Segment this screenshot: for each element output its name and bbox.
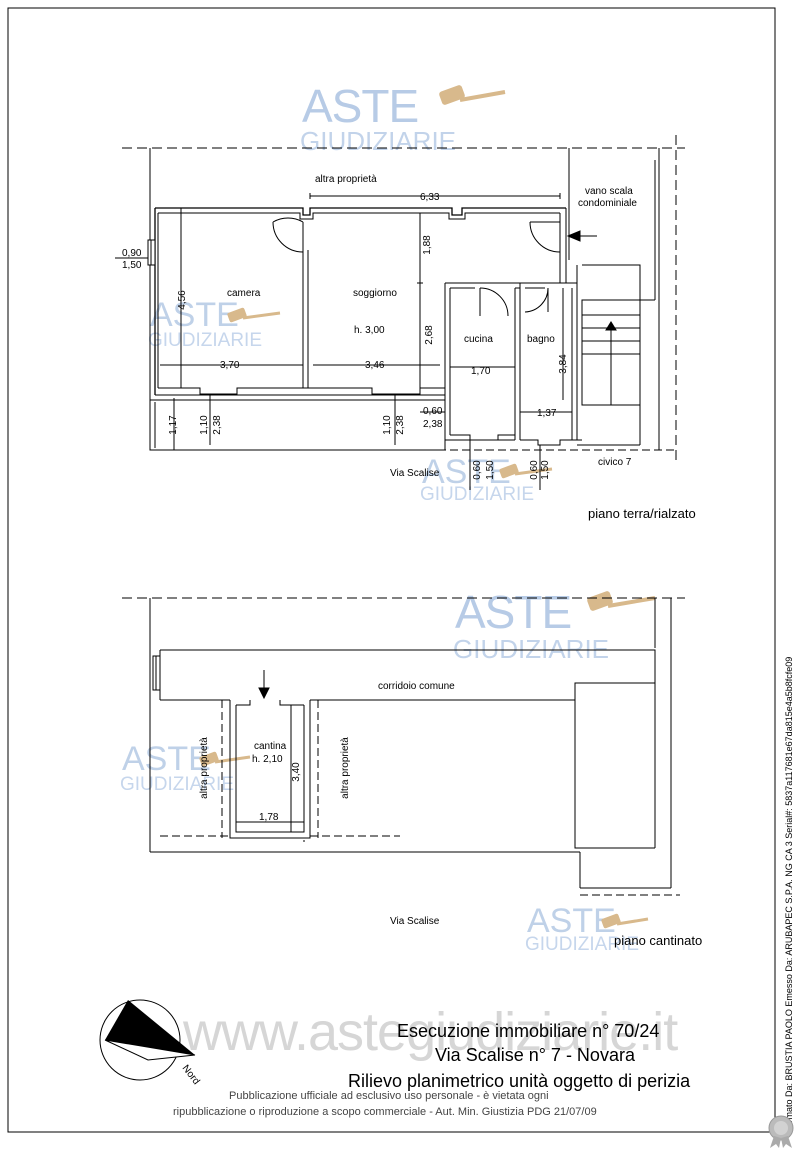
dim-window-left-a: 0,90 <box>122 248 142 259</box>
dim-win3-b: 2,38 <box>423 419 443 430</box>
dim-win1-a: 1,10 <box>199 415 210 435</box>
dim-win4-a: 0,60 <box>472 460 483 480</box>
watermark-logo-mid-left: ASTE GIUDIZIARIE <box>148 296 281 351</box>
cellar-height: h. 2,10 <box>252 754 283 765</box>
room-bagno: bagno <box>527 334 555 345</box>
street-basement: Via Scalise <box>390 916 440 927</box>
watermark-logo-basement-top: ASTE GIUDIZIARIE <box>453 586 656 664</box>
svg-text:ASTE: ASTE <box>150 296 239 334</box>
room-camera: camera <box>227 288 261 299</box>
basement-labels: corridoio comune cantina h. 2,10 1,78 3,… <box>199 681 702 948</box>
page-border <box>7 7 776 1133</box>
room-cucina: cucina <box>464 334 493 345</box>
title-line-3: Rilievo planimetrico unità oggetto di pe… <box>348 1071 691 1091</box>
ground-floor-label: piano terra/rialzato <box>588 506 696 521</box>
watermark-logo-top: ASTE GIUDIZIARIE <box>300 80 506 156</box>
gavel-icon <box>199 751 251 767</box>
gavel-icon <box>499 463 553 479</box>
gavel-icon <box>601 913 649 929</box>
dim-camera-height: 4,56 <box>177 290 188 310</box>
dim-win2-a: 1,10 <box>382 415 393 435</box>
corridor-label: corridoio comune <box>378 681 455 692</box>
dim-cucina-width: 1,70 <box>471 366 491 377</box>
ground-floor-plan <box>115 135 685 490</box>
compass-north-label: Nord <box>180 1063 202 1087</box>
dim-win4-b: 1,50 <box>485 460 496 480</box>
svg-text:GIUDIZIARIE: GIUDIZIARIE <box>148 330 262 351</box>
watermark-logo-basement-left: ASTE GIUDIZIARIE <box>120 740 251 795</box>
svg-text:ASTE: ASTE <box>122 740 211 778</box>
compass-needle-icon <box>105 1000 195 1055</box>
title-line-2: Via Scalise n° 7 - Novara <box>435 1045 636 1065</box>
gavel-icon <box>587 591 656 611</box>
dim-win5-a: 0,60 <box>529 460 540 480</box>
gavel-icon <box>439 85 506 105</box>
dim-balcony-depth: 1,17 <box>168 415 179 435</box>
svg-text:ASTE: ASTE <box>302 80 418 132</box>
svg-text:ASTE: ASTE <box>527 902 616 940</box>
title-line-1: Esecuzione immobiliare n° 70/24 <box>397 1021 659 1041</box>
watermark-url: www.astegiudiziarie.it <box>182 1002 678 1062</box>
basement-label: piano cantinato <box>614 933 702 948</box>
dim-bagno-height: 3,84 <box>558 354 569 374</box>
street-ground: Via Scalise <box>390 468 440 479</box>
neighbour-top-label: altra proprietà <box>315 174 377 185</box>
cellar-label: cantina <box>254 741 287 752</box>
footer-line-2: ripubblicazione o riproduzione a scopo c… <box>173 1106 597 1118</box>
stair-label-1: vano scala <box>585 186 633 197</box>
ground-floor-labels: altra proprietà vano scala condominiale … <box>122 174 696 521</box>
svg-text:GIUDIZIARIE: GIUDIZIARIE <box>525 934 639 955</box>
watermark-logo-bottom-right: ASTE GIUDIZIARIE <box>525 902 649 955</box>
dim-soggiorno-top: 1,88 <box>422 235 433 255</box>
svg-text:GIUDIZIARIE: GIUDIZIARIE <box>420 484 534 505</box>
svg-text:ASTE: ASTE <box>455 586 571 638</box>
dim-win3-a: 0,60 <box>423 406 443 417</box>
svg-text:GIUDIZIARIE: GIUDIZIARIE <box>120 774 234 795</box>
title-block: Esecuzione immobiliare n° 70/24 Via Scal… <box>348 1021 691 1091</box>
dim-top-width: 6,33 <box>420 192 440 203</box>
dim-cellar-depth: 3,40 <box>291 762 302 782</box>
room-soggiorno: soggiorno <box>353 288 397 299</box>
dim-soggiorno-width: 3,46 <box>365 360 385 371</box>
gavel-icon <box>227 307 281 323</box>
soggiorno-height: h. 3,00 <box>354 325 385 336</box>
basement-plan <box>122 597 685 896</box>
dim-win2-b: 2,38 <box>395 415 406 435</box>
neighbour-left-label: altra proprietà <box>199 737 210 799</box>
dim-win1-b: 2,38 <box>212 415 223 435</box>
civic-label: civico 7 <box>598 457 632 468</box>
svg-text:ASTE: ASTE <box>422 453 511 491</box>
dim-window-left-b: 1,50 <box>122 260 142 271</box>
watermark-logo-mid: ASTE GIUDIZIARIE <box>420 453 553 505</box>
svg-text:GIUDIZIARIE: GIUDIZIARIE <box>300 126 456 156</box>
dim-bagno-width: 1,37 <box>537 408 557 419</box>
stair-label-2: condominiale <box>578 198 637 209</box>
footer-line-1: Pubblicazione ufficiale ad esclusivo uso… <box>229 1090 549 1102</box>
dim-win5-b: 1,50 <box>540 460 551 480</box>
neighbour-right-label: altra proprietà <box>340 737 351 799</box>
dim-cellar-width: 1,78 <box>259 812 279 823</box>
certification-seal-icon <box>768 1115 794 1148</box>
dim-soggiorno-mid: 2,68 <box>424 325 435 345</box>
svg-text:GIUDIZIARIE: GIUDIZIARIE <box>453 634 609 664</box>
digital-signature-text: Firmato Da: BRUSTIA PAOLO Emesso Da: ARU… <box>784 657 794 1130</box>
dim-camera-width: 3,70 <box>220 360 240 371</box>
